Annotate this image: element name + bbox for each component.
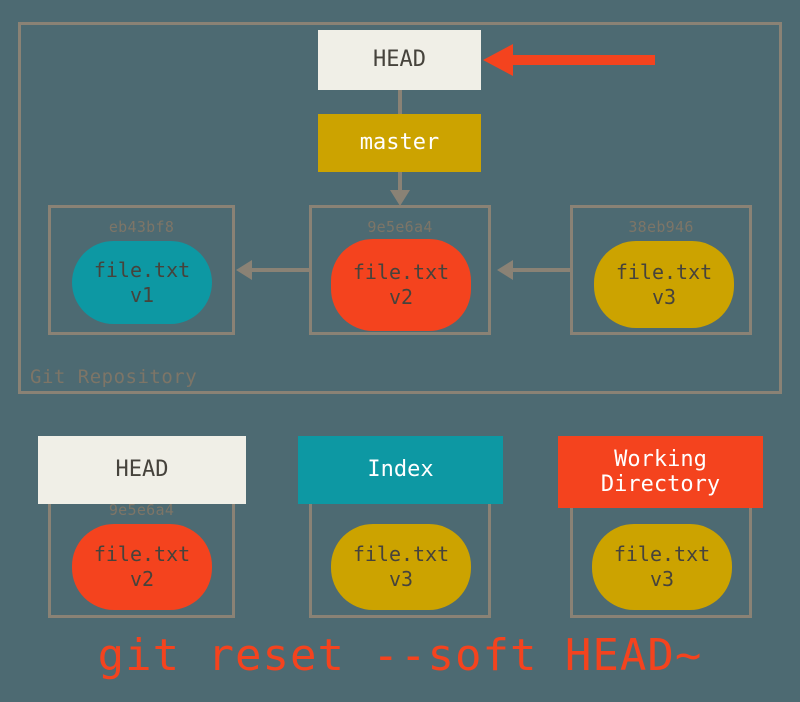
git-repository-label: Git Repository bbox=[30, 366, 198, 388]
commit-blob-3: file.txt v3 bbox=[594, 241, 734, 328]
connector-head-to-master bbox=[398, 90, 402, 114]
area-box-head[interactable]: 9e5e6a4 file.txt v2 bbox=[48, 490, 235, 618]
area-file-head: file.txt bbox=[93, 542, 191, 566]
area-file-working-directory: file.txt bbox=[613, 542, 711, 566]
area-title-index-label: Index bbox=[367, 457, 434, 483]
arrow-down-icon bbox=[390, 190, 410, 206]
area-title-working-directory-label: Working Directory bbox=[600, 446, 721, 497]
callout-arrow-head-icon bbox=[483, 44, 513, 76]
commit-file-1: file.txt bbox=[93, 257, 191, 282]
area-box-index[interactable]: file.txt v3 bbox=[309, 490, 491, 618]
commit-version-2: v2 bbox=[388, 285, 414, 309]
commit-box-2[interactable]: 9e5e6a4 file.txt v2 bbox=[309, 205, 491, 335]
commit-blob-2: file.txt v2 bbox=[331, 239, 471, 331]
callout-arrow-shaft bbox=[512, 55, 655, 65]
commit-version-3: v3 bbox=[651, 284, 677, 309]
git-repository-frame bbox=[18, 22, 782, 394]
commit-hash-2: 9e5e6a4 bbox=[367, 218, 433, 236]
commit-hash-3: 38eb946 bbox=[628, 218, 694, 236]
parent-link-3-to-2 bbox=[513, 268, 570, 272]
area-blob-working-directory: file.txt v3 bbox=[592, 524, 732, 610]
area-version-head: v2 bbox=[129, 567, 155, 591]
connector-master-to-commit bbox=[398, 172, 402, 194]
commit-hash-1: eb43bf8 bbox=[108, 218, 175, 236]
commit-version-1: v1 bbox=[129, 282, 155, 307]
arrow-left-icon-2 bbox=[497, 260, 513, 280]
arrow-left-icon-1 bbox=[236, 260, 252, 280]
area-title-working-directory[interactable]: Working Directory bbox=[558, 436, 763, 508]
head-pointer-box[interactable]: HEAD bbox=[318, 30, 481, 90]
area-title-head-label: HEAD bbox=[115, 457, 169, 483]
head-pointer-label: HEAD bbox=[373, 47, 426, 73]
commit-box-3[interactable]: 38eb946 file.txt v3 bbox=[570, 205, 752, 335]
area-box-working-directory[interactable]: file.txt v3 bbox=[570, 490, 752, 618]
commit-file-2: file.txt bbox=[352, 260, 450, 284]
area-version-working-directory: v3 bbox=[649, 567, 675, 591]
command-caption: git reset --soft HEAD~ bbox=[97, 630, 703, 681]
area-title-index[interactable]: Index bbox=[298, 436, 503, 504]
master-branch-label: master bbox=[359, 130, 440, 156]
area-blob-head: file.txt v2 bbox=[72, 524, 212, 610]
area-title-head[interactable]: HEAD bbox=[38, 436, 246, 504]
area-hash-head: 9e5e6a4 bbox=[108, 501, 175, 519]
commit-box-1[interactable]: eb43bf8 file.txt v1 bbox=[48, 205, 235, 335]
commit-file-3: file.txt bbox=[615, 259, 713, 284]
master-branch-box[interactable]: master bbox=[318, 114, 481, 172]
parent-link-2-to-1 bbox=[252, 268, 309, 272]
area-file-index: file.txt bbox=[352, 542, 450, 566]
area-version-index: v3 bbox=[388, 567, 414, 591]
area-blob-index: file.txt v3 bbox=[331, 524, 471, 610]
commit-blob-1: file.txt v1 bbox=[72, 241, 212, 324]
